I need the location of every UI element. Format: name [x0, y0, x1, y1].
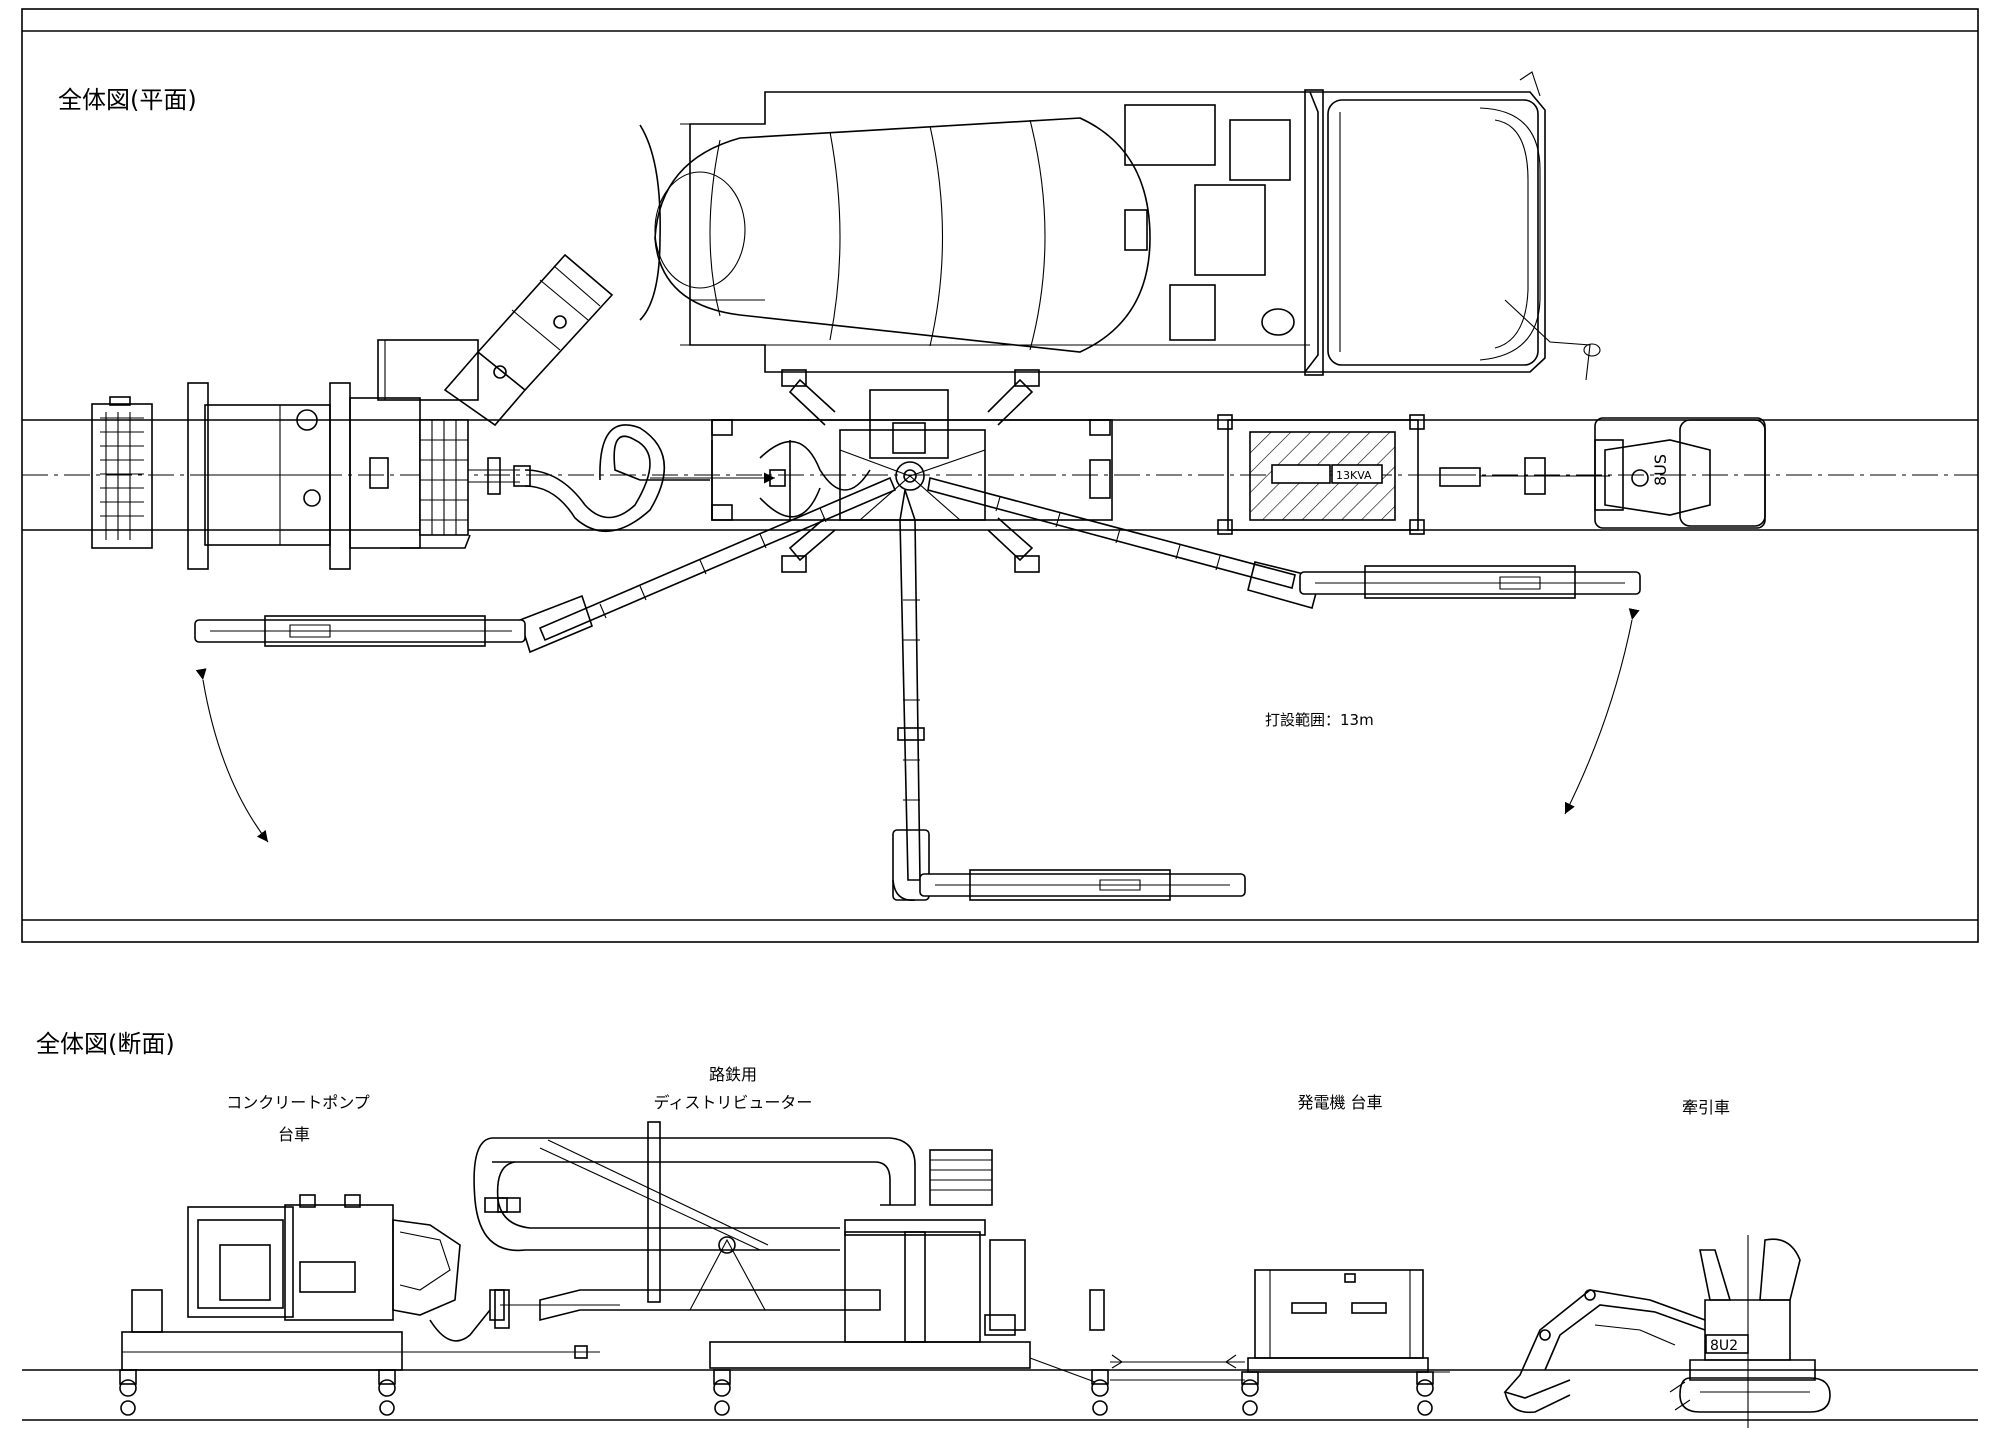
plan-view-title: 全体図(平面) — [58, 86, 197, 114]
section-view: 全体図(断面) コンクリートポンプ 台車 路鉄用 ディストリビューター 発電機 … — [22, 1030, 1978, 1428]
distributor-section — [473, 1121, 1245, 1416]
pouring-range-label: 打設範囲：13m — [1265, 711, 1374, 729]
label-distributor-line1: 路鉄用 — [709, 1065, 757, 1084]
excavator-cab-text: 8US — [1651, 454, 1670, 486]
label-generator-cart: 発電機 台車 — [1297, 1093, 1382, 1112]
generator-plan: 13KVA — [1217, 414, 1450, 535]
excavator-section: 8U2 — [1503, 1235, 1831, 1428]
plan-view: 全体図(平面) — [21, 8, 1979, 943]
generator-plate-text: 13KVA — [1336, 469, 1372, 482]
excavator-plan: 8US — [1439, 417, 1766, 529]
hose-loops — [524, 424, 871, 532]
label-distributor-line2: ディストリビューター — [654, 1093, 813, 1112]
hopper-chute — [443, 253, 614, 427]
pouring-range-annotation: 打設範囲：13m — [195, 608, 1640, 843]
generator-section — [1241, 1269, 1450, 1416]
concrete-pump-section — [119, 1194, 620, 1416]
mixer-truck — [639, 71, 1601, 381]
label-concrete-pump-line1: コンクリートポンプ — [226, 1093, 370, 1112]
section-view-title: 全体図(断面) — [36, 1030, 175, 1058]
rail-lines — [22, 1369, 1978, 1421]
concrete-pump-plan — [91, 339, 531, 570]
distributor-plan — [711, 369, 1113, 573]
distributor-boom-arms — [194, 476, 1641, 901]
label-concrete-pump-line2: 台車 — [278, 1125, 310, 1144]
label-tractor: 牽引車 — [1682, 1098, 1730, 1117]
excavator-model-text: 8U2 — [1710, 1338, 1738, 1354]
